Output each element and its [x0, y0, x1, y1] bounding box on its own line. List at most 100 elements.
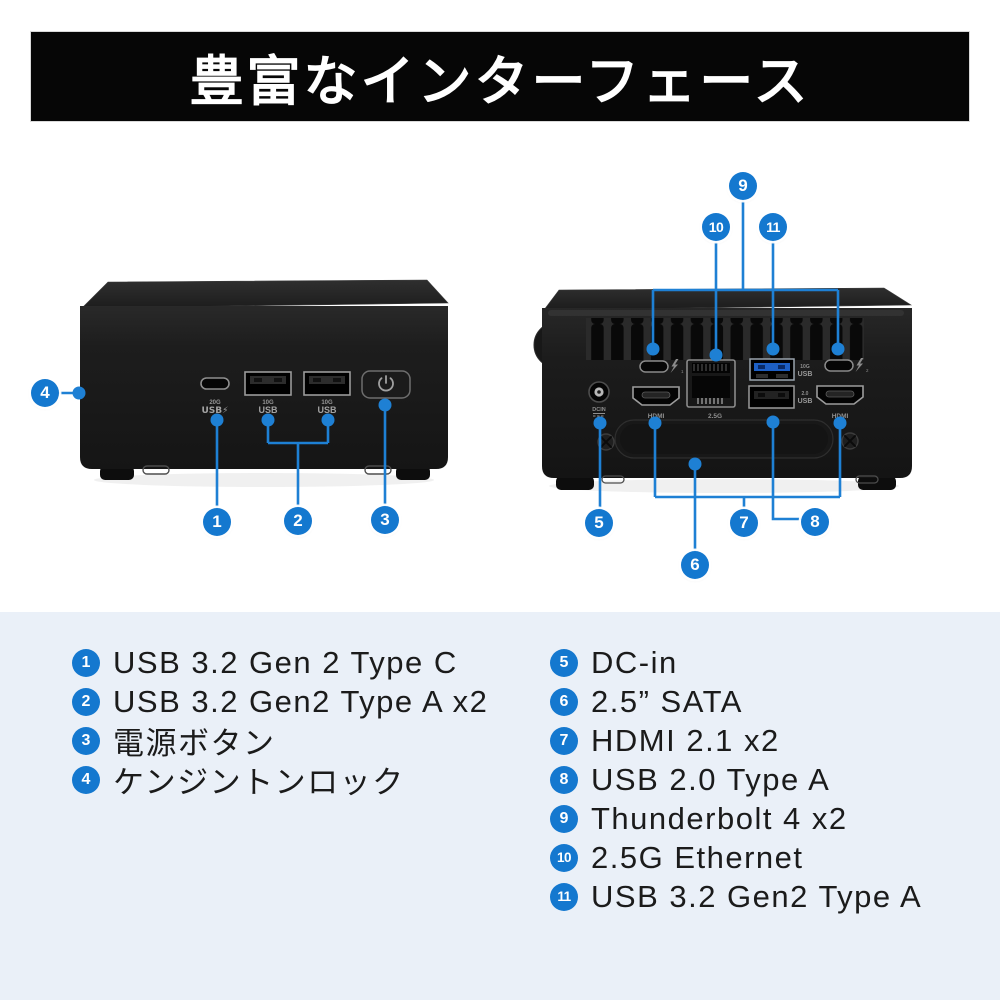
- thunderbolt-port-left: [639, 360, 669, 373]
- thunderbolt-icon: [670, 359, 679, 373]
- callout-9: 9: [729, 172, 757, 200]
- legend-item: 8 USB 2.0 Type A: [550, 760, 922, 799]
- rear-device-top-face: [543, 287, 913, 311]
- legend-item: 11 USB 3.2 Gen2 Type A: [550, 877, 922, 916]
- front-foot-right: [396, 466, 430, 480]
- legend-label: USB 3.2 Gen2 Type A x2: [113, 683, 489, 719]
- callout-5: 5: [585, 509, 613, 537]
- power-button: [361, 370, 411, 399]
- legend-number-badge: 11: [550, 882, 578, 911]
- legend-number-badge: 6: [550, 687, 578, 716]
- power-icon: [378, 375, 394, 392]
- usb-10g-port: [749, 358, 795, 381]
- front-usb-a2-label: USB: [317, 405, 337, 415]
- hdmi-left-label: HDMI: [648, 413, 665, 420]
- legend-number-badge: 10: [550, 843, 578, 872]
- screw-right: [841, 432, 859, 450]
- usb-10g-label: USB: [798, 371, 813, 378]
- legend-column-right: 5 DC-in 6 2.5” SATA 7 HDMI 2.1 x2 8 USB …: [550, 643, 922, 916]
- legend-panel: 1 USB 3.2 Gen 2 Type C 2 USB 3.2 Gen2 Ty…: [0, 612, 1000, 1000]
- legend-number-badge: 9: [550, 804, 578, 833]
- front-usb-c-label: USB⚡: [202, 406, 229, 416]
- legend-label: USB 3.2 Gen2 Type A: [591, 878, 923, 914]
- front-mount-clip-left: [142, 465, 170, 475]
- legend-item: 3 電源ボタン: [72, 721, 488, 761]
- front-mount-clip-right: [364, 465, 392, 475]
- legend-label: USB 2.0 Type A: [591, 761, 831, 797]
- front-usb-a2-speed-label: 10G: [321, 400, 333, 406]
- thunderbolt-icon: [855, 358, 864, 372]
- rear-vents: [586, 318, 864, 360]
- callout-4: 4: [31, 379, 59, 407]
- callout-3: 3: [371, 506, 399, 534]
- dc-in-jack: [588, 381, 610, 403]
- front-usb-a1-speed-label: 10G: [262, 400, 274, 406]
- screw-left: [597, 433, 615, 451]
- legend-label: 2.5G Ethernet: [591, 839, 804, 875]
- title-banner: 豊富なインターフェース: [30, 31, 970, 122]
- ethernet-clip-teeth: [697, 398, 723, 404]
- thunderbolt-left-index: 1: [681, 369, 684, 374]
- legend-label: 2.5” SATA: [591, 683, 743, 719]
- callout-11: 11: [759, 213, 787, 241]
- page-title: 豊富なインターフェース: [189, 52, 811, 112]
- legend-column-left: 1 USB 3.2 Gen 2 Type C 2 USB 3.2 Gen2 Ty…: [72, 643, 488, 800]
- rear-device-shadow: [549, 479, 899, 493]
- front-usb-a-port-2: [303, 371, 351, 396]
- front-usb-c-speed-label: 20G: [209, 400, 221, 406]
- usb-20-label: USB: [798, 398, 813, 405]
- hdmi-right-label: HDMI: [832, 413, 849, 420]
- front-usb-a-port-1: [244, 371, 292, 396]
- legend-label: Thunderbolt 4 x2: [591, 800, 848, 836]
- legend-item: 10 2.5G Ethernet: [550, 838, 922, 877]
- hdmi-port-left: [632, 386, 680, 406]
- legend-number-badge: 8: [550, 765, 578, 794]
- legend-label: HDMI 2.1 x2: [591, 722, 780, 758]
- legend-item: 2 USB 3.2 Gen2 Type A x2: [72, 682, 488, 721]
- legend-number-badge: 4: [72, 765, 100, 794]
- front-usb-a1-label: USB: [258, 405, 278, 415]
- legend-item: 1 USB 3.2 Gen 2 Type C: [72, 643, 488, 682]
- legend-item: 9 Thunderbolt 4 x2: [550, 799, 922, 838]
- legend-number-badge: 5: [550, 648, 578, 677]
- legend-number-badge: 7: [550, 726, 578, 755]
- hdmi-port-right: [816, 385, 864, 405]
- front-device-shadow: [94, 473, 434, 487]
- front-device-top-face: [81, 279, 449, 309]
- front-usb-c-port: [200, 377, 230, 390]
- legend-item: 4 ケンジントンロック: [72, 760, 488, 800]
- rear-mount-clip-right: [855, 475, 879, 484]
- front-foot-left: [100, 466, 134, 480]
- usb-20-port: [748, 385, 795, 409]
- legend-label: DC-in: [591, 644, 678, 680]
- legend-number-badge: 1: [72, 648, 100, 677]
- rear-top-highlight: [548, 310, 904, 316]
- legend-label: USB 3.2 Gen 2 Type C: [113, 644, 458, 680]
- usb-10g-speed-label: 10G: [800, 364, 810, 370]
- rear-mount-clip-left: [601, 475, 625, 484]
- callout-10: 10: [702, 213, 730, 241]
- rear-foot-left: [556, 476, 594, 490]
- rear-foot-right: [858, 476, 896, 490]
- dc-in-label: DCIN: [592, 407, 605, 413]
- front-device-illustration: 20G USB⚡ 10G USB 10G USB: [80, 279, 449, 487]
- callout-7: 7: [730, 509, 758, 537]
- rear-device-illustration: 1 10G USB 2 DCIN: [533, 287, 913, 493]
- sata-tray-texture: [620, 424, 828, 454]
- legend-label: 電源ボタン: [113, 726, 276, 761]
- legend-number-badge: 3: [72, 726, 100, 755]
- ethernet-port: [686, 359, 736, 408]
- callout-1: 1: [203, 508, 231, 536]
- thunderbolt-port-right: [824, 359, 854, 372]
- legend-item: 7 HDMI 2.1 x2: [550, 721, 922, 760]
- legend-number-badge: 2: [72, 687, 100, 716]
- legend-item: 5 DC-in: [550, 643, 922, 682]
- usb-20-speed-label: 2.0: [802, 391, 809, 397]
- legend-label: ケンジントンロック: [113, 765, 405, 800]
- callout-2: 2: [284, 507, 312, 535]
- thunderbolt-right-index: 2: [866, 368, 869, 373]
- ethernet-speed-label: 2.5G: [708, 413, 722, 420]
- callout-8: 8: [801, 508, 829, 536]
- callout-6: 6: [681, 551, 709, 579]
